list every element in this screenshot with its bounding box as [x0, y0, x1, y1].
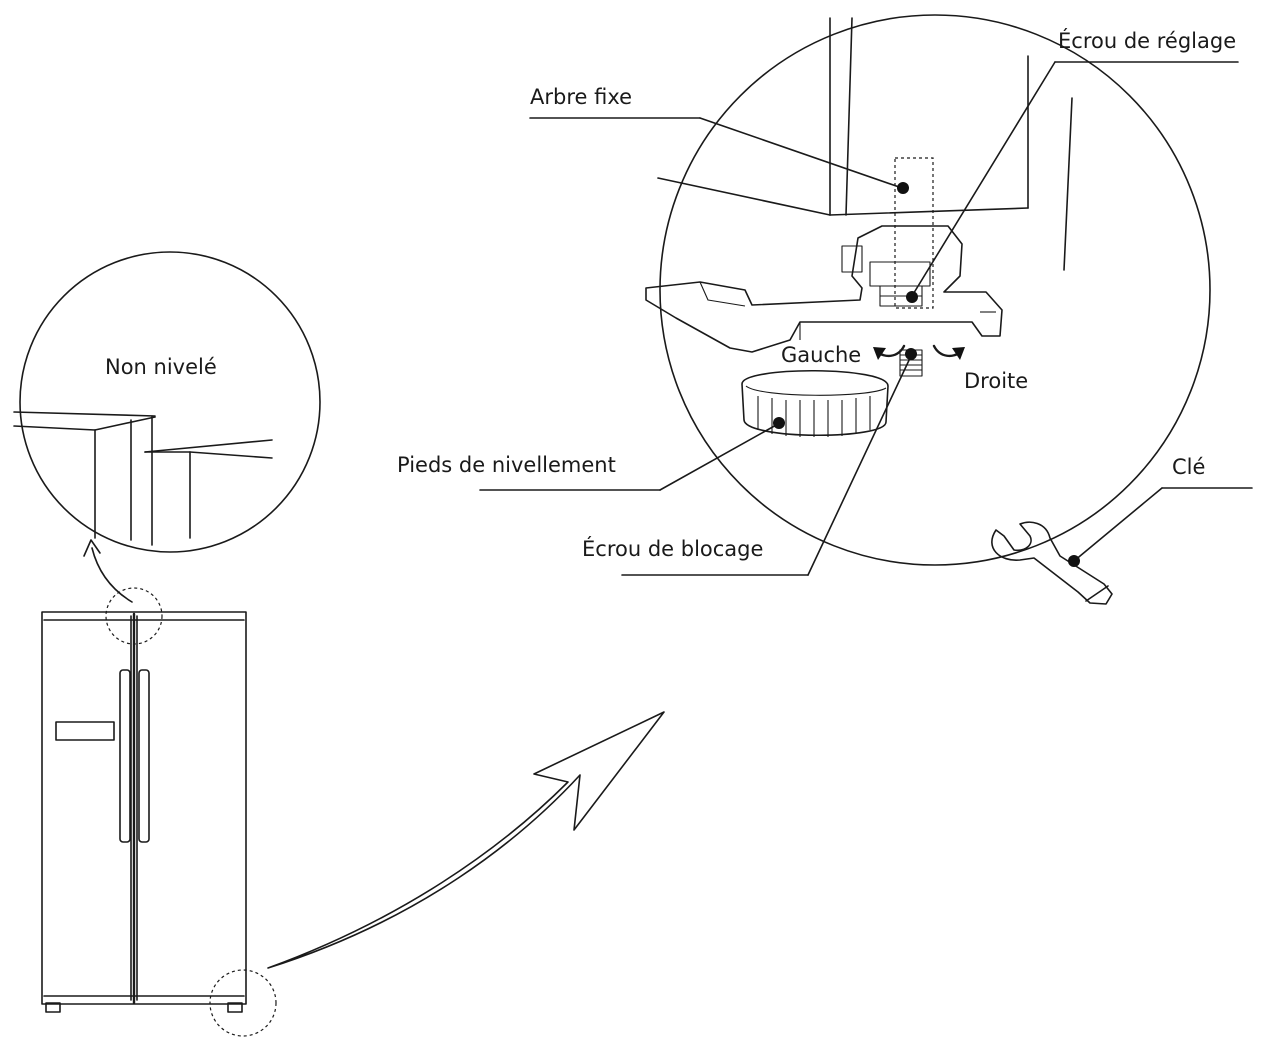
not-level-label: Non nivelé: [105, 355, 217, 379]
wrench-icon: [991, 487, 1253, 605]
leveling-feet-label: Pieds de nivellement: [397, 453, 616, 477]
leveling-foot: [741, 369, 889, 437]
cabinet-bottom: [657, 17, 1073, 271]
detail-pointer-arrow: [83, 539, 133, 603]
callout-leveling-feet: [479, 417, 785, 491]
left-label: Gauche: [781, 343, 861, 367]
zoom-arrow: [267, 711, 665, 969]
rotation-arrows: [873, 344, 965, 360]
fixed-shaft-label: Arbre fixe: [530, 85, 632, 109]
adjusting-nut-label: Écrou de réglage: [1058, 28, 1236, 53]
callout-fixed-shaft: [529, 117, 909, 194]
foot-bracket: [645, 225, 1003, 353]
right-label: Droite: [964, 369, 1028, 393]
callout-adjusting-nut: [906, 61, 1239, 303]
wrench-label: Clé: [1172, 455, 1205, 479]
lock-nut-label: Écrou de blocage: [582, 536, 763, 561]
refrigerator: [41, 587, 277, 1037]
not-level-detail: [13, 251, 321, 553]
callout-lock-nut: [621, 348, 917, 576]
foot-detail: [645, 14, 1211, 566]
